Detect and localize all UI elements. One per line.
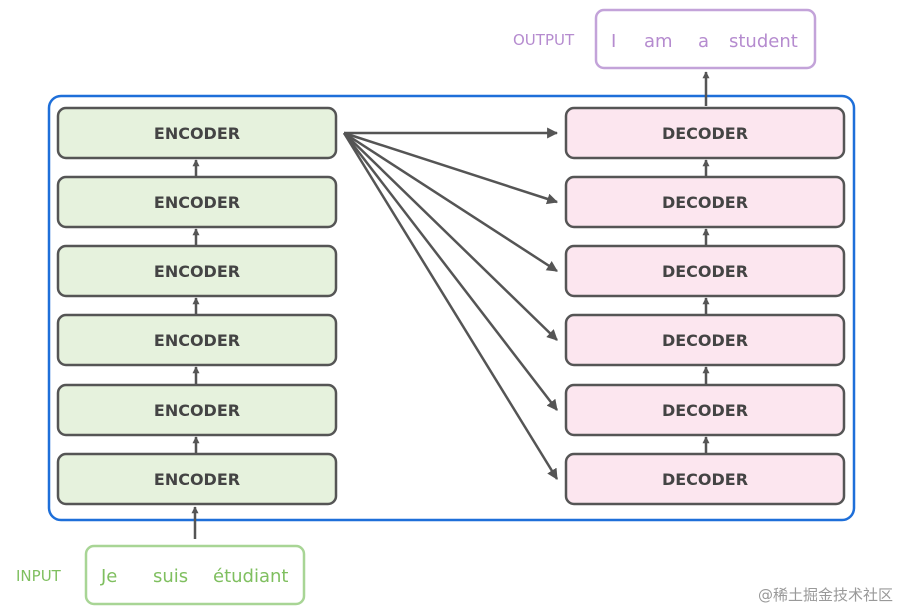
model-container	[47, 94, 856, 522]
encoder-label: ENCODER	[154, 331, 240, 350]
cross-arrow	[342, 132, 559, 480]
cross-arrow	[343, 131, 559, 205]
encoder-label: ENCODER	[154, 193, 240, 212]
decoder-stack: DECODER DECODER DECODER DECODER DECODER …	[564, 106, 846, 506]
encoder-block: ENCODER	[56, 106, 338, 160]
encoder-block: ENCODER	[56, 383, 338, 437]
encoder-block: ENCODER	[56, 313, 338, 367]
decoder-label: DECODER	[662, 401, 748, 420]
output-word: student	[729, 31, 798, 52]
encoder-stack: ENCODER ENCODER ENCODER ENCODER ENCODER …	[56, 106, 338, 506]
encoder-label: ENCODER	[154, 470, 240, 489]
input-word: Je	[100, 566, 117, 587]
decoder-label: DECODER	[662, 470, 748, 489]
decoder-label: DECODER	[662, 193, 748, 212]
decoder-label: DECODER	[662, 331, 748, 350]
input-label: INPUT	[16, 567, 62, 585]
encoder-block: ENCODER	[56, 452, 338, 506]
cross-arrow	[343, 131, 558, 273]
decoder-label: DECODER	[662, 262, 748, 281]
decoder-block: DECODER	[564, 244, 846, 298]
input-box	[84, 544, 306, 606]
encoder-block: ENCODER	[56, 244, 338, 298]
watermark: @稀土掘金技术社区	[758, 586, 893, 604]
decoder-block: DECODER	[564, 175, 846, 229]
cross-arrow	[343, 132, 558, 341]
input-word: étudiant	[213, 566, 288, 587]
encoder-block: ENCODER	[56, 175, 338, 229]
decoder-block: DECODER	[564, 452, 846, 506]
encoder-label: ENCODER	[154, 262, 240, 281]
encoder-label: ENCODER	[154, 124, 240, 143]
output-box	[594, 8, 817, 70]
cross-arrow	[343, 132, 558, 411]
output-word: a	[698, 31, 709, 52]
decoder-block: DECODER	[564, 383, 846, 437]
decoder-block: DECODER	[564, 106, 846, 160]
decoder-block: DECODER	[564, 313, 846, 367]
output-word: I	[611, 31, 616, 52]
encoder-label: ENCODER	[154, 401, 240, 420]
output-word: am	[644, 31, 673, 52]
output-label: OUTPUT	[513, 31, 575, 49]
input-word: suis	[153, 566, 188, 587]
encoder-decoder-arrows	[342, 127, 559, 480]
decoder-label: DECODER	[662, 124, 748, 143]
